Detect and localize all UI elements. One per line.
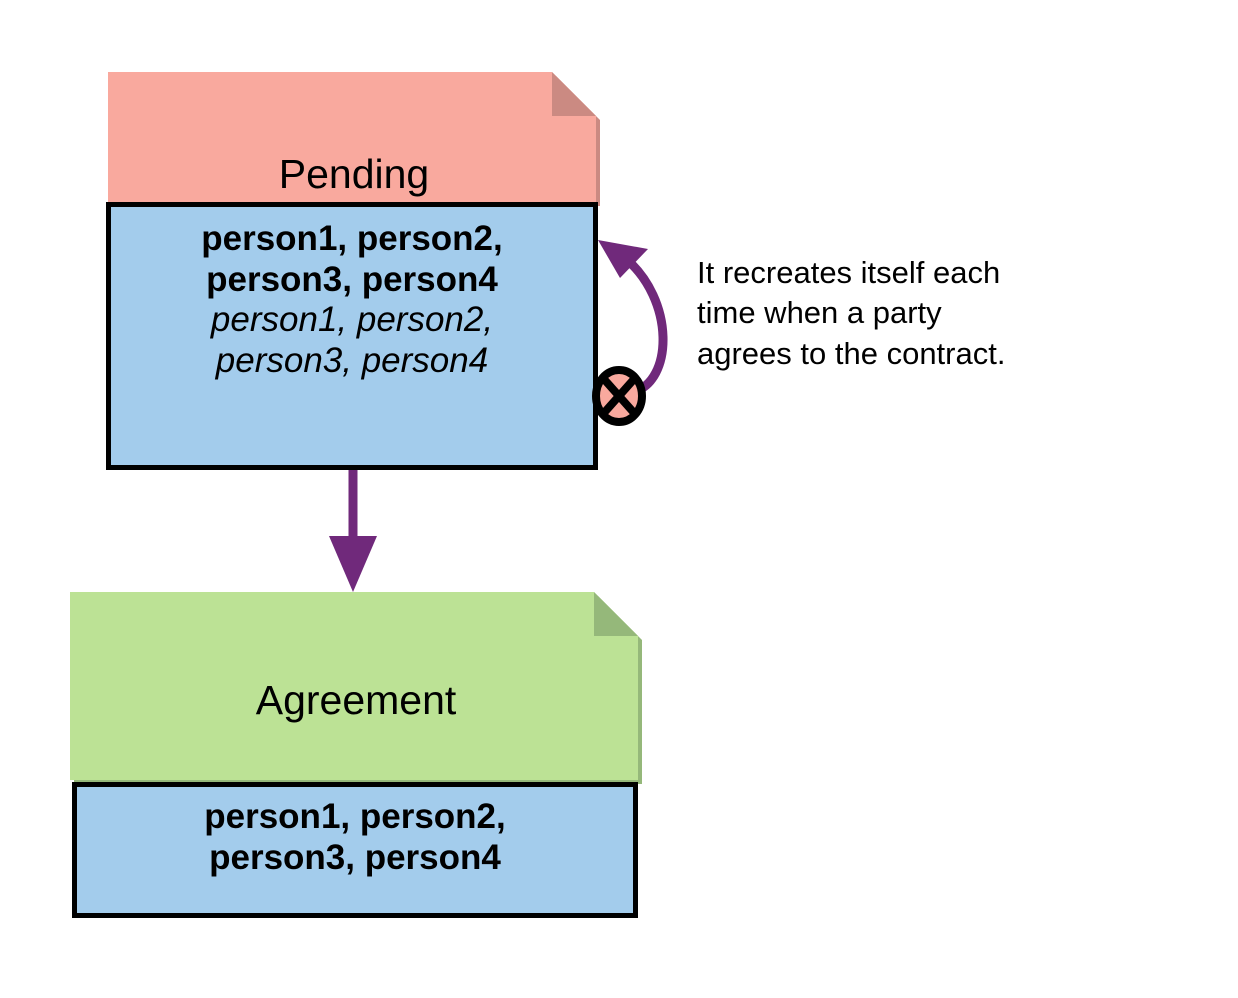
pending-member-bold-0: person1, person2,	[201, 219, 503, 258]
self-loop-shaft	[619, 252, 668, 397]
pending-member-italic-0: person1, person2,	[210, 300, 494, 340]
crossed-circle-ring	[592, 366, 646, 426]
agreement-member-bold-0: person1, person2,	[204, 797, 506, 836]
pending-member-bold-1: person3, person4	[206, 259, 498, 299]
agreement-member-bold-1: person3, person4	[209, 837, 501, 877]
node-pending-note[interactable]: Pending	[108, 72, 600, 206]
pending-note-shape	[108, 72, 600, 206]
edge-pending-to-agreement[interactable]	[329, 470, 377, 592]
node-agreement-title: Agreement	[255, 677, 457, 723]
crossed-circle-slash-2	[600, 375, 638, 417]
edge-arrowhead	[329, 536, 377, 592]
node-agreement-note[interactable]: Agreement	[70, 592, 642, 784]
annotation-text: It recreates itself each time when a par…	[697, 255, 1006, 371]
self-loop-arrowhead	[598, 240, 648, 278]
node-pending-members[interactable]: person1, person2, person3, person4 perso…	[106, 202, 598, 470]
edge-self-loop[interactable]	[598, 240, 668, 397]
node-agreement-members[interactable]: person1, person2, person3, person4	[72, 782, 638, 918]
agreement-note-shape	[70, 592, 642, 784]
crossed-circle-slash-1	[600, 375, 638, 417]
crossed-circle-icon[interactable]	[592, 366, 646, 426]
node-pending-title: Pending	[278, 151, 430, 197]
pending-member-italic-1: person3, person4	[215, 340, 489, 380]
